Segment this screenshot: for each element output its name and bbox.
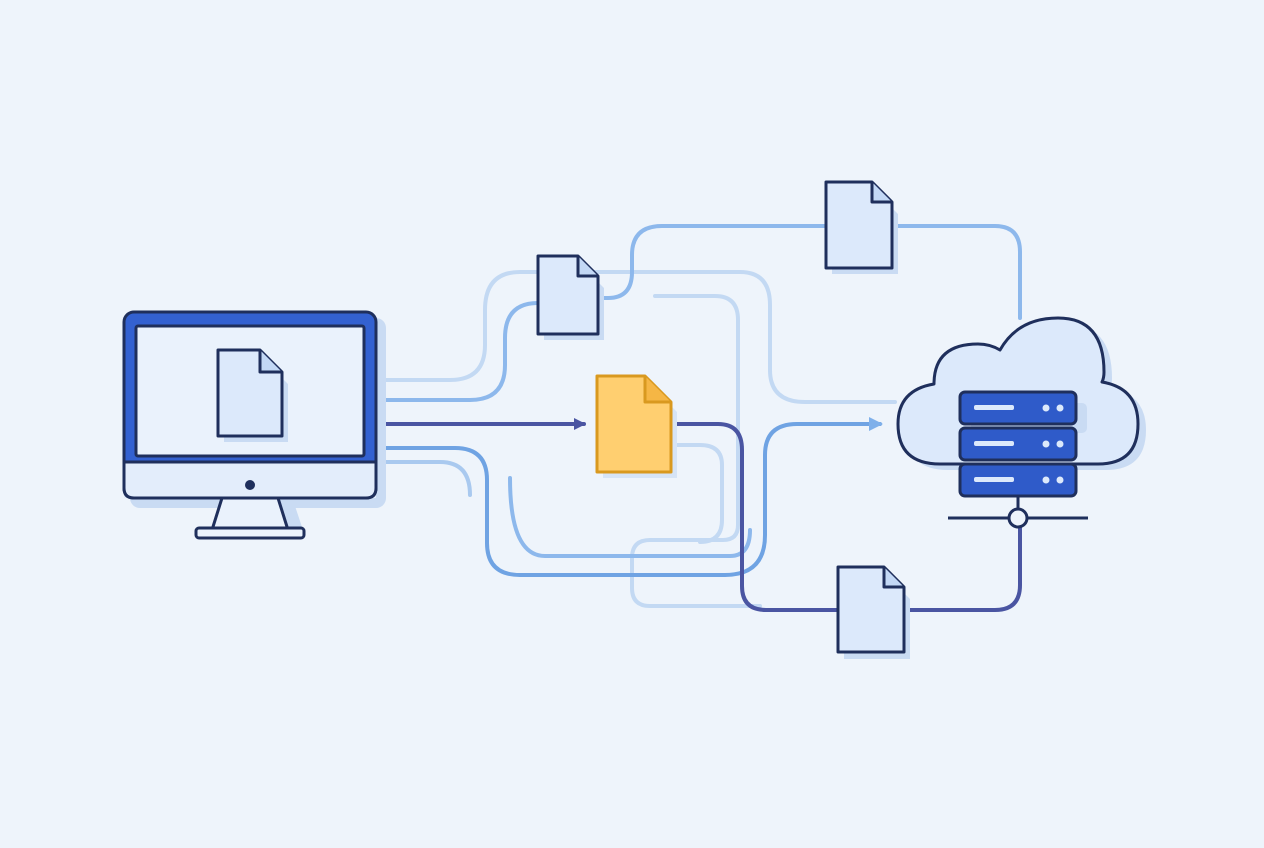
document-icon (824, 180, 898, 274)
flow-line-lower (508, 476, 752, 558)
server-stack-icon (958, 390, 1087, 498)
document-icon (836, 565, 910, 659)
connection-lines (378, 224, 1022, 612)
flow-line-lower (378, 417, 883, 577)
flow-line-primary (670, 422, 840, 612)
highlighted-document-icon (595, 374, 677, 478)
flow-line-upper (378, 301, 540, 402)
flow-line-lower (378, 460, 472, 497)
power-button-icon (245, 480, 255, 490)
flow-line-upper (890, 224, 1022, 320)
flow-line-primary (902, 526, 1022, 612)
cloud-server-icon (896, 316, 1146, 529)
document-icon (216, 348, 288, 442)
document-icon (536, 254, 604, 340)
network-connector-icon (948, 496, 1088, 529)
flow-line (383, 270, 897, 404)
flow-line (630, 294, 762, 608)
flow-line-upper (596, 224, 828, 300)
flow-line (673, 443, 724, 544)
